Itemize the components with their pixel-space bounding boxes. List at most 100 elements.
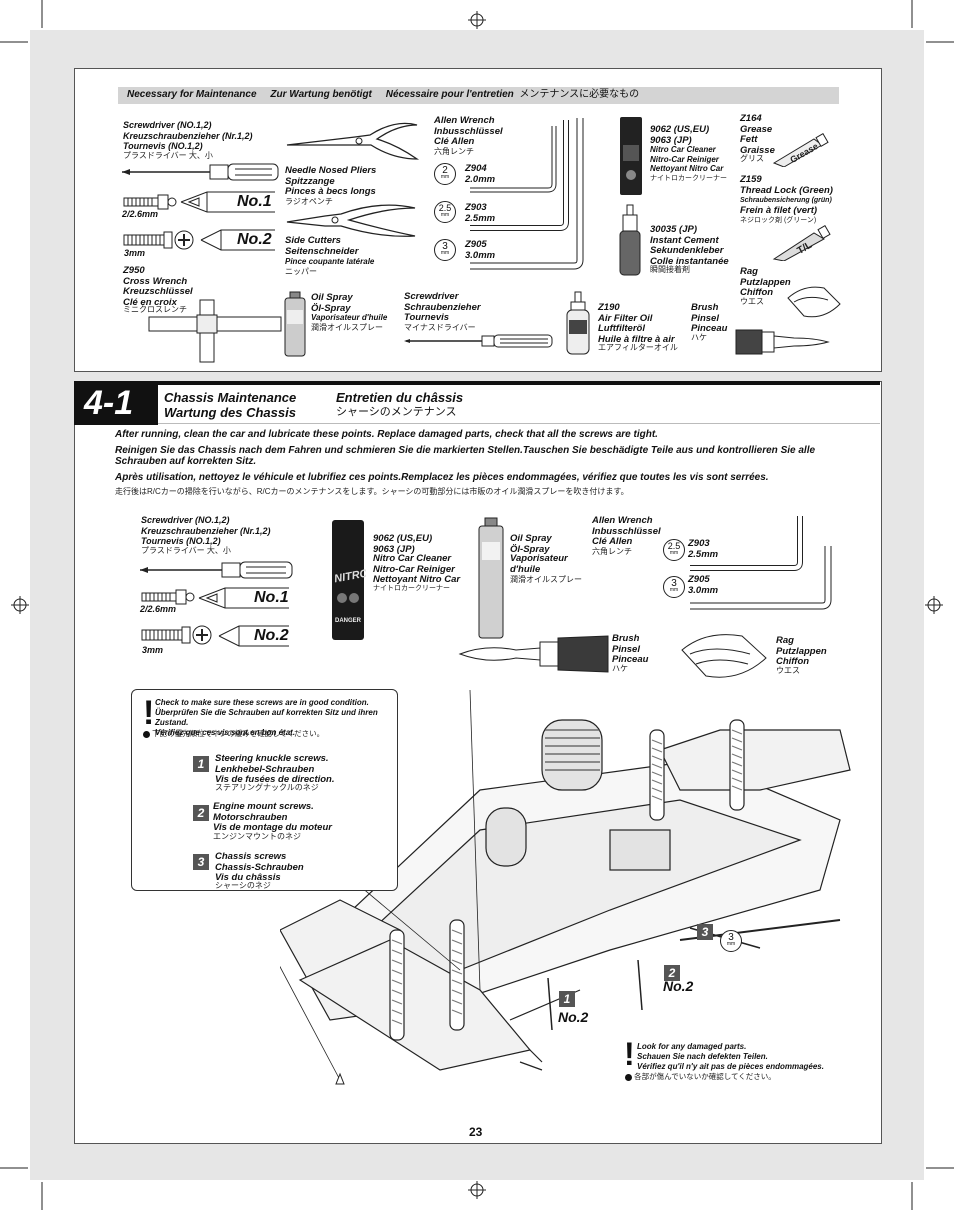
nitro-cleaner-sublabel: Nitro Car Cleaner Nitro-Car Reiniger Net… bbox=[650, 145, 724, 173]
needle-pliers-illustration bbox=[286, 122, 420, 160]
side-cutters-sublabel: Pince coupante latérale bbox=[285, 257, 375, 266]
check-item-2-number: 2 bbox=[193, 805, 209, 821]
no2-tip-icon bbox=[200, 229, 275, 251]
brush-illustration bbox=[735, 329, 830, 355]
callout-3-size-unit: mm bbox=[726, 941, 736, 947]
callout-1: 1 bbox=[559, 990, 575, 1008]
check-item-1-number: 1 bbox=[193, 756, 209, 772]
needle-pliers-label: Needle Nosed Pliers Spitzzange Pinces à … bbox=[285, 165, 377, 197]
tools-header-jp: メンテナンスに必要なもの bbox=[519, 89, 640, 100]
check-item-2: 2 bbox=[193, 804, 209, 822]
callout-2: 2 bbox=[664, 964, 680, 982]
oil-spray-can-icon bbox=[284, 291, 306, 357]
brush-label-jp: ハケ bbox=[691, 333, 707, 342]
thread-lock-label-jp: ネジロック剤 (グリーン) bbox=[740, 217, 817, 224]
callout-1-tool: No.2 bbox=[558, 1009, 589, 1025]
brush-label: Brush Pinsel Pinceau bbox=[691, 302, 728, 334]
large-screw-size: 3mm bbox=[124, 248, 146, 258]
tools-header: Necessary for Maintenance Zur Wartung be… bbox=[127, 89, 640, 101]
instant-cement-label: 30035 (JP) Instant Cement Sekundenkleber… bbox=[650, 224, 729, 267]
section-z903-label: Z903 2.5mm bbox=[688, 538, 719, 560]
section-title-de: Wartung des Chassis bbox=[164, 405, 296, 420]
section-z903-size-badge: 2.5 mm bbox=[663, 539, 685, 561]
check-item-1: 1 bbox=[193, 755, 209, 773]
section-z905-code: Z905 bbox=[688, 574, 710, 585]
small-screw-icon bbox=[123, 194, 177, 210]
section-large-screw-size: 3mm bbox=[142, 645, 164, 655]
thread-lock-tube-icon: T/L bbox=[772, 225, 831, 261]
section-z905-label: Z905 3.0mm bbox=[688, 574, 718, 596]
nitro-cleaner-label: 9062 (US,EU) 9063 (JP) bbox=[650, 124, 710, 146]
page-number: 23 bbox=[469, 1125, 483, 1139]
z904-size: 2.0mm bbox=[465, 173, 496, 185]
z903-size-value: 2.5 bbox=[438, 203, 452, 213]
section-title-right: Entretien du châssis シャーシのメンテナンス bbox=[336, 390, 463, 420]
grease-label-jp: グリス bbox=[740, 154, 764, 163]
section-nitro-warning: DANGER bbox=[335, 618, 362, 624]
thread-lock-code: Z159 Thread Lock (Green) bbox=[740, 174, 833, 196]
section-brush-label: Brush Pinsel Pinceau bbox=[612, 633, 649, 665]
section-allen-wrench-label-jp: 六角レンチ bbox=[592, 547, 632, 556]
z904-size-badge: 2 mm bbox=[434, 163, 456, 185]
section-rag-label: Rag Putzlappen Chiffon bbox=[776, 635, 827, 667]
section-oil-spray-label-jp: 潤滑オイルスプレー bbox=[510, 575, 582, 584]
z905-code: Z905 bbox=[465, 239, 487, 250]
section-rag-label-jp: ウエス bbox=[776, 666, 800, 675]
thread-lock-fr: Frein à filet (vert) bbox=[740, 204, 818, 216]
oil-spray-label: Oil Spray Öl-Spray bbox=[311, 292, 353, 314]
section-number-block bbox=[74, 385, 158, 425]
section-top-rule bbox=[74, 381, 880, 385]
tools-header-fr: Nécessaire pour l'entretien bbox=[385, 89, 514, 100]
section-oil-spray-sublabel: Vaporisateur d'huile bbox=[510, 553, 568, 575]
tools-header-bar bbox=[118, 87, 839, 104]
z903-code: Z903 bbox=[465, 202, 487, 213]
section-no1-label: No.1 bbox=[254, 589, 289, 606]
section-number: 4-1 bbox=[84, 384, 134, 422]
section-title-rule bbox=[158, 423, 880, 424]
section-nitro-cleaner-label: 9062 (US,EU) 9063 (JP) bbox=[373, 533, 433, 555]
check-item-2-jp: エンジンマウントのネジ bbox=[213, 832, 301, 841]
section-title-jp: シャーシのメンテナンス bbox=[336, 406, 457, 418]
z903-size: 2.5mm bbox=[465, 212, 496, 224]
section-allen-wrench-label: Allen Wrench Inbusschlüssel Clé Allen bbox=[592, 515, 661, 547]
allen-wrench-label: Allen Wrench Inbusschlüssel Clé Allen bbox=[434, 115, 503, 147]
section-nitro-brand: NITRO bbox=[333, 567, 366, 585]
section-z903-size-unit: mm bbox=[669, 550, 679, 556]
section-z905-size-badge: 3 mm bbox=[663, 576, 685, 598]
section-z903-size: 2.5mm bbox=[688, 548, 719, 560]
section-z903-size-value: 2.5 bbox=[667, 541, 681, 551]
damage-warning-icon: ! bbox=[624, 1036, 635, 1072]
thread-lock-sublabel: Schraubensicherung (grün) bbox=[740, 197, 832, 204]
callout-1-number: 1 bbox=[559, 991, 575, 1007]
callout-3-size-badge: 3 mm bbox=[720, 930, 742, 952]
z905-label: Z905 3.0mm bbox=[465, 239, 495, 261]
side-cutters-label: Side Cutters Seitenschneider bbox=[285, 235, 359, 257]
oil-spray-label-jp: 潤滑オイルスプレー bbox=[311, 323, 383, 332]
section-small-screw-size: 2/2.6mm bbox=[140, 604, 177, 614]
tools-header-de: Zur Wartung benötigt bbox=[270, 89, 372, 100]
callout-3: 3 bbox=[697, 923, 713, 941]
section-brush-illustration bbox=[458, 635, 609, 673]
large-screw-icon bbox=[123, 230, 194, 250]
section-z905-size-unit: mm bbox=[669, 587, 679, 593]
rag-label-jp: ウエス bbox=[740, 297, 764, 306]
section-title-fr: Entretien du châssis bbox=[336, 390, 464, 405]
z904-label: Z904 2.0mm bbox=[465, 163, 496, 185]
air-filter-oil-label-jp: エアフィルターオイル bbox=[598, 343, 678, 352]
oil-spray-sublabel: Vaporisateur d'huile bbox=[311, 313, 388, 322]
intro-fr: Après utilisation, nettoyez le véhicule … bbox=[115, 472, 769, 483]
z905-size-badge: 3 mm bbox=[434, 239, 456, 261]
section-z903-code: Z903 bbox=[688, 538, 710, 549]
z903-size-unit: mm bbox=[440, 212, 450, 218]
flat-screwdriver-label: Screwdriver Schraubenzieher Tournevis bbox=[404, 291, 481, 323]
side-cutters-label-jp: ニッパー bbox=[285, 267, 317, 276]
check-item-3: 3 bbox=[193, 853, 209, 871]
screwdriver-illustration bbox=[122, 163, 279, 181]
screwdriver-label: Screwdriver (NO.1,2) Kreuzschraubenziehe… bbox=[123, 120, 253, 151]
z905-size-unit: mm bbox=[440, 250, 450, 256]
nitro-cleaner-can-icon bbox=[620, 117, 642, 195]
check-item-1-jp: ステアリングナックルのネジ bbox=[215, 783, 319, 792]
section-oil-spray-label: Oil Spray Öl-Spray bbox=[510, 533, 552, 555]
callout-3-number: 3 bbox=[697, 924, 713, 940]
